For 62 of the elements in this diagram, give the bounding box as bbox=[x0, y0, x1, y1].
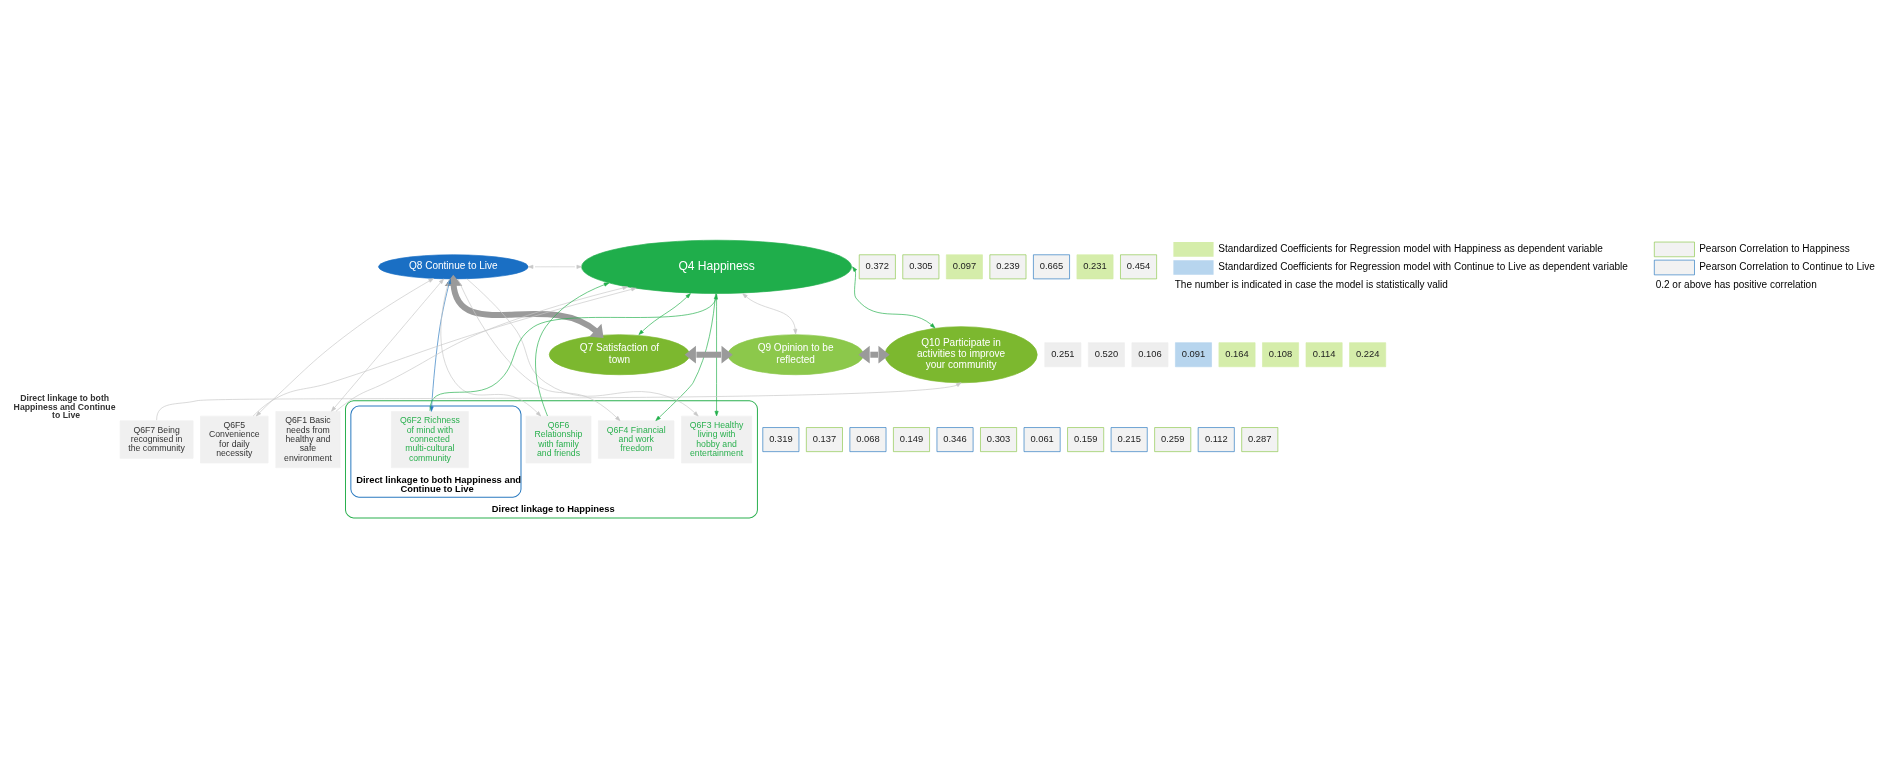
node-ellipse: Q8 Continue to Live bbox=[378, 253, 529, 279]
node-box: 0.114 bbox=[1305, 341, 1343, 367]
arrow bbox=[335, 285, 628, 412]
legend-label: Standardized Coefficients for Regression model with Happiness as dependent variable bbox=[1218, 242, 1603, 254]
node-box: 0.346 bbox=[936, 426, 974, 452]
node-box: 0.239 bbox=[989, 253, 1027, 279]
node-box: 0.112 bbox=[1197, 426, 1235, 452]
node-box: 0.137 bbox=[806, 426, 843, 452]
node-box: Q6F5 Convenience for daily necessity bbox=[200, 415, 269, 463]
node-box: 0.665 bbox=[1033, 253, 1070, 279]
arrow bbox=[252, 286, 637, 416]
node-box: Q6F6 Relationship with family and friends bbox=[525, 415, 592, 463]
node-box: 0.287 bbox=[1241, 426, 1279, 452]
node-box: 0.372 bbox=[858, 253, 896, 279]
node-box: 0.068 bbox=[849, 426, 887, 452]
label: The number is indicated in case the model is statistically valid bbox=[1174, 278, 1448, 290]
node-box: 0.231 bbox=[1076, 253, 1114, 279]
arrow bbox=[655, 292, 716, 421]
label: 0.2 or above has positive correlation bbox=[1655, 278, 1817, 290]
legend-label: Pearson Correlation to Continue to Live bbox=[1699, 260, 1875, 272]
node-box: 0.149 bbox=[893, 426, 930, 452]
node-box: 0.305 bbox=[902, 253, 940, 279]
node-box: 0.303 bbox=[980, 426, 1017, 452]
legend-label: Standardized Coefficients for Regression model with Continue to Live as dependent variable bbox=[1218, 260, 1628, 272]
node-box: Q6F4 Financial and work freedom bbox=[598, 420, 675, 459]
node-ellipse: Q10 Participate in activities to improve your community bbox=[884, 325, 1038, 383]
arrow bbox=[527, 264, 582, 269]
arrow bbox=[156, 381, 962, 420]
node-box: 0.224 bbox=[1349, 341, 1387, 367]
node-box: 0.164 bbox=[1218, 341, 1256, 367]
arrow bbox=[457, 278, 621, 421]
node-box: Q6F7 Being recognised in the community bbox=[119, 420, 194, 459]
arrow bbox=[535, 282, 610, 416]
node-box: Q6F1 Basic needs from healthy and safe environment bbox=[275, 410, 341, 468]
arrow bbox=[255, 277, 434, 416]
node-box: 0.319 bbox=[762, 426, 800, 452]
arrow bbox=[638, 292, 691, 335]
arrow bbox=[742, 292, 798, 334]
arrow bbox=[440, 278, 542, 416]
node-box: 0.259 bbox=[1154, 426, 1192, 452]
node-box: Q6F2 Richness of mind with connected multi-cultural community bbox=[391, 410, 469, 468]
arrow bbox=[429, 278, 452, 412]
node-box: 0.061 bbox=[1023, 426, 1061, 452]
node-box: 0.454 bbox=[1120, 253, 1157, 279]
arrow bbox=[852, 266, 936, 328]
arrow bbox=[714, 292, 719, 416]
arrow bbox=[466, 278, 699, 416]
arrow bbox=[444, 274, 604, 338]
arrow bbox=[684, 345, 733, 364]
node-ellipse: Q7 Satisfaction of town bbox=[548, 333, 690, 375]
arrow bbox=[429, 293, 718, 411]
arrow bbox=[858, 345, 890, 364]
node-ellipse: Q9 Opinion to be reflected bbox=[727, 333, 864, 375]
node-box: 0.097 bbox=[946, 253, 983, 279]
node-box: Q6F3 Healthy living with hobby and entertainment bbox=[681, 415, 753, 463]
node-box: 0.215 bbox=[1110, 426, 1148, 452]
node-box: 0.091 bbox=[1175, 341, 1212, 367]
arrow bbox=[331, 278, 444, 412]
legend-label: Pearson Correlation to Happiness bbox=[1699, 242, 1850, 254]
node-box: 0.159 bbox=[1067, 426, 1105, 452]
node-box: 0.108 bbox=[1262, 341, 1299, 367]
node-label: Direct linkage to both Happiness and Continue to Live bbox=[13, 392, 116, 420]
